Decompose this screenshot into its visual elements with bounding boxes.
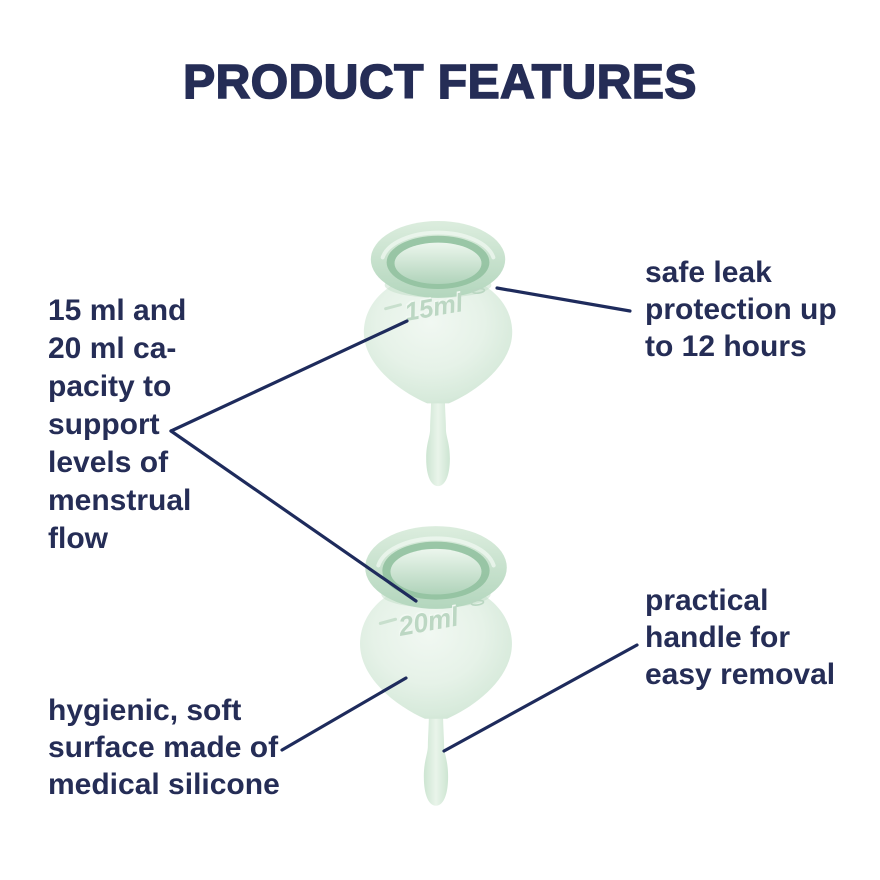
- annotation-capacity-line-7: flow: [48, 522, 108, 555]
- large-cup-illustration: 20ml 20ml: [360, 526, 512, 806]
- small-cup-stem: [426, 397, 450, 487]
- annotation-hygienic-line-3: medical silicone: [48, 768, 280, 801]
- large-cup-opening: [390, 548, 482, 595]
- small-cup-image: 15ml 15ml: [356, 218, 524, 494]
- annotation-leak-line-1: safe leak: [645, 256, 772, 289]
- small-cup-illustration: 15ml 15ml: [363, 220, 513, 487]
- annotation-capacity-line-4: support: [48, 408, 160, 441]
- small-cup-measure-dash: [384, 303, 402, 311]
- annotation-capacity-line-1: 15 ml and: [48, 294, 187, 327]
- annotation-capacity-line-6: menstrual: [48, 484, 192, 517]
- annotation-leak-protection: safe leak protection up to 12 hours: [645, 254, 837, 365]
- annotation-handle-line-2: handle for: [645, 621, 791, 654]
- annotation-handle-line-1: practical: [645, 584, 769, 617]
- annotation-hygienic-surface: hygienic, soft surface made of medical s…: [48, 692, 280, 803]
- annotation-capacity-line-3: pacity to: [48, 370, 172, 403]
- small-cup-vent-mark: [471, 287, 486, 295]
- large-cup-vent-mark: [470, 599, 485, 606]
- small-cup-rim-highlight: [380, 230, 496, 260]
- large-cup-stem: [423, 712, 449, 806]
- annotation-hygienic-line-2: surface made of: [48, 731, 279, 764]
- annotation-leak-line-3: to 12 hours: [645, 330, 807, 363]
- small-cup-opening: [394, 242, 482, 285]
- annotation-capacity: 15 ml and 20 ml ca- pacity to support le…: [48, 292, 191, 558]
- page-title: PRODUCT FEATURES: [182, 55, 697, 110]
- annotation-capacity-line-5: levels of: [48, 446, 169, 479]
- large-cup-measure-dash: [378, 617, 398, 625]
- large-cup-image: 20ml 20ml: [352, 524, 524, 814]
- annotation-hygienic-line-1: hygienic, soft: [48, 694, 242, 727]
- annotation-leak-line-2: protection up: [645, 293, 837, 326]
- annotation-capacity-line-2: 20 ml ca-: [48, 332, 177, 365]
- annotation-handle: practical handle for easy removal: [645, 582, 835, 693]
- annotation-handle-line-3: easy removal: [645, 658, 836, 691]
